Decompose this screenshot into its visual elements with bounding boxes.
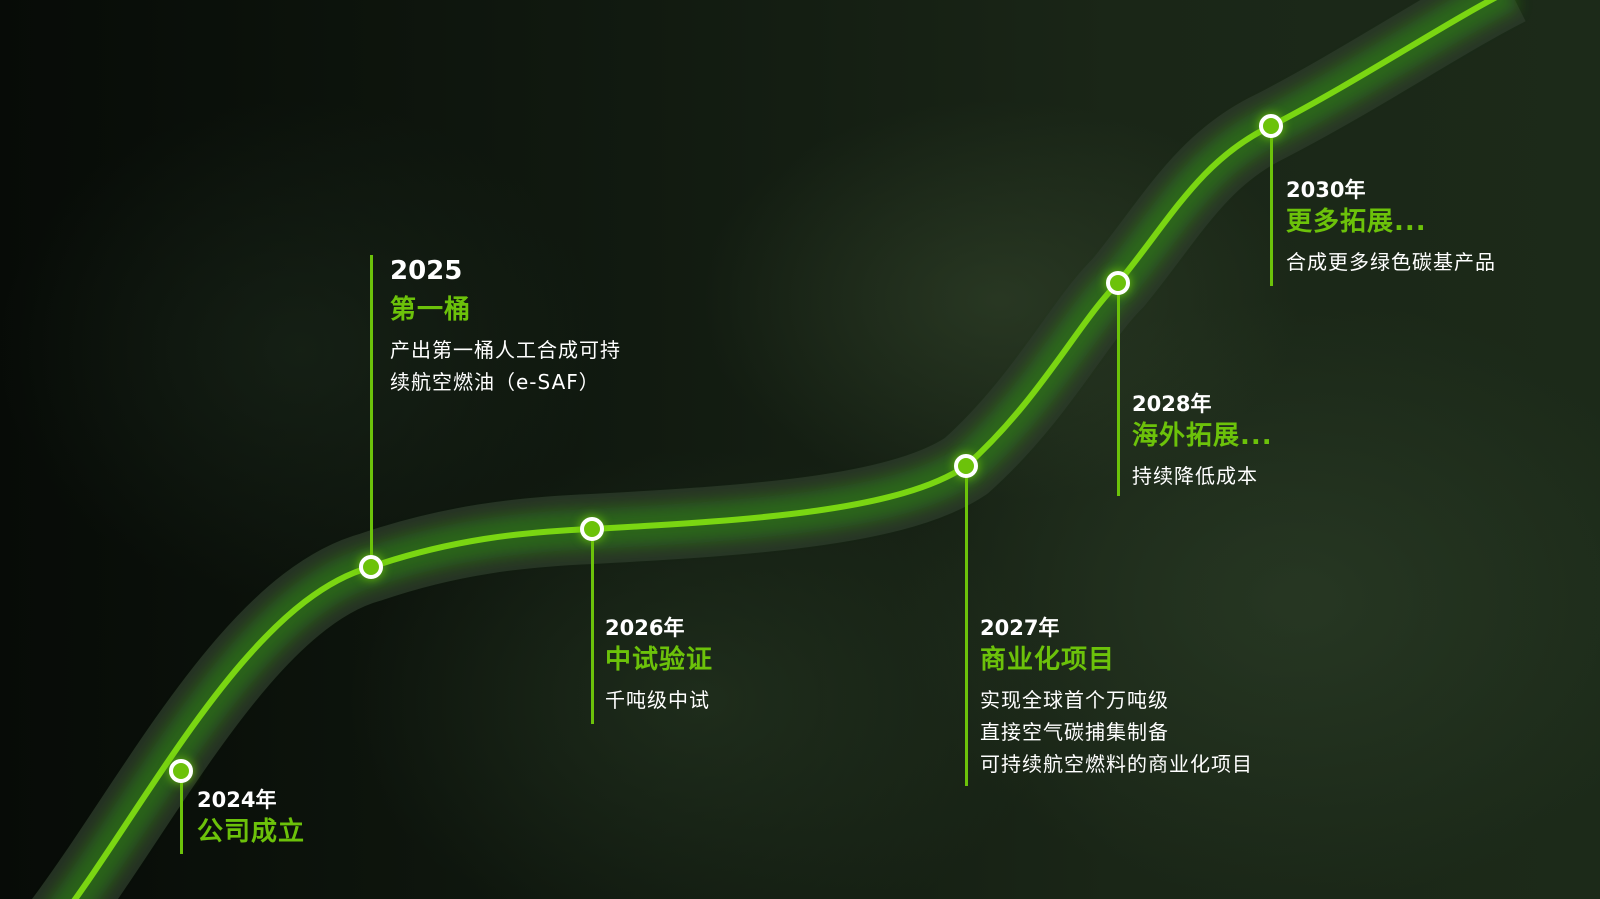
- milestone-dot-2026[interactable]: [580, 517, 604, 541]
- milestone-dot-2024[interactable]: [169, 759, 193, 783]
- milestone-desc: 合成更多绿色碳基产品: [1286, 246, 1496, 278]
- desc-line: 续航空燃油（e-SAF）: [390, 370, 600, 394]
- connector-line: [965, 466, 968, 786]
- milestone-year: 2026年: [605, 616, 685, 640]
- milestone-year: 2024年: [197, 788, 277, 812]
- connector-line: [370, 255, 373, 567]
- milestone-title: 海外拓展...: [1132, 421, 1273, 451]
- desc-line: 产出第一桶人工合成可持: [390, 338, 621, 362]
- milestone-title: 中试验证: [605, 645, 714, 675]
- milestone-dot-2025[interactable]: [359, 555, 383, 579]
- desc-line: 合成更多绿色碳基产品: [1286, 250, 1496, 274]
- milestone-2030: 2030年 更多拓展... 合成更多绿色碳基产品: [1286, 176, 1496, 278]
- milestone-year: 2028年: [1132, 392, 1212, 416]
- milestone-year: 2025: [390, 256, 463, 286]
- connector-line: [1117, 283, 1120, 496]
- milestone-title: 更多拓展...: [1286, 207, 1427, 237]
- milestone-title: 第一桶: [390, 295, 472, 325]
- milestone-2026: 2026年 中试验证 千吨级中试: [605, 614, 713, 716]
- desc-line: 实现全球首个万吨级: [980, 688, 1169, 712]
- connector-line: [1270, 126, 1273, 286]
- milestone-2027: 2027年 商业化项目 实现全球首个万吨级直接空气碳捕集制备可持续航空燃料的商业…: [980, 614, 1253, 780]
- milestone-year: 2027年: [980, 616, 1060, 640]
- milestone-dot-2027[interactable]: [954, 454, 978, 478]
- connector-line: [591, 529, 594, 724]
- milestone-desc: 产出第一桶人工合成可持续航空燃油（e-SAF）: [390, 334, 621, 398]
- milestone-2028: 2028年 海外拓展... 持续降低成本: [1132, 390, 1273, 492]
- desc-line: 持续降低成本: [1132, 464, 1258, 488]
- connector-line: [180, 771, 183, 854]
- milestone-title: 商业化项目: [980, 645, 1116, 675]
- milestone-2024: 2024年 公司成立: [197, 786, 305, 850]
- milestone-dot-2030[interactable]: [1259, 114, 1283, 138]
- milestone-title: 公司成立: [197, 817, 306, 847]
- milestone-2025: 2025 第一桶 产出第一桶人工合成可持续航空燃油（e-SAF）: [390, 254, 621, 398]
- desc-line: 可持续航空燃料的商业化项目: [980, 752, 1253, 776]
- desc-line: 千吨级中试: [605, 688, 710, 712]
- milestone-desc: 千吨级中试: [605, 684, 713, 716]
- milestone-desc: 持续降低成本: [1132, 460, 1273, 492]
- milestone-dot-2028[interactable]: [1106, 271, 1130, 295]
- desc-line: 直接空气碳捕集制备: [980, 720, 1169, 744]
- milestone-desc: 实现全球首个万吨级直接空气碳捕集制备可持续航空燃料的商业化项目: [980, 684, 1253, 780]
- milestone-year: 2030年: [1286, 178, 1366, 202]
